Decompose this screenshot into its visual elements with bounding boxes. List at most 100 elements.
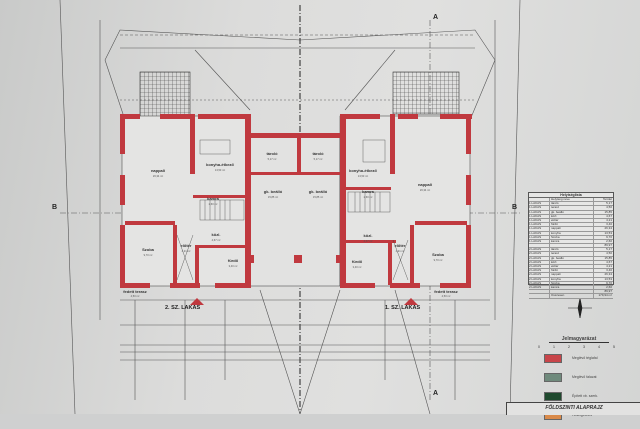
table-cell: 1.LAKÁS <box>529 223 550 227</box>
table-cell: 13,53 <box>604 277 612 281</box>
table-cell: 5,17 <box>606 202 612 206</box>
terrace-right <box>392 71 460 115</box>
legend-label: Meglévő falazat <box>572 375 597 379</box>
table-cell: 26,34 <box>604 227 612 231</box>
table-cell: közl. <box>550 214 594 218</box>
table-cell: 1.LAKÁS <box>529 218 550 223</box>
svg-text:26,34 m²: 26,34 m² <box>153 174 163 178</box>
table-header-row: Helyiség neve Terület <box>529 198 613 203</box>
table-cell: 1.LAKÁS <box>529 210 550 214</box>
table-cell: nappali <box>550 227 594 231</box>
table-cell: előtér <box>550 265 594 269</box>
room-label: gk. beálló <box>309 189 328 194</box>
table-cell: 4,50 <box>606 206 612 210</box>
legend-title: Jelmagyarázat <box>549 336 609 343</box>
table-cell: 9,70 <box>606 235 612 239</box>
table-cell: 4,50 <box>606 252 612 256</box>
legend-item: Meglévő téglafal <box>544 353 638 363</box>
table-row: Összesen 179,94 m² <box>529 294 613 299</box>
table-cell: 2.LAKÁS <box>529 260 550 264</box>
room-label: kamra <box>362 189 375 194</box>
table-cell: fürdő <box>550 269 594 273</box>
svg-text:9,70 m²: 9,70 m² <box>144 253 153 257</box>
table-cell: fürdő <box>550 223 594 227</box>
table-cell: Összesen <box>550 294 594 298</box>
table-cell: előtér <box>550 218 594 223</box>
scale-tick: 4 <box>598 345 600 349</box>
svg-text:9,70 m²: 9,70 m² <box>434 258 443 262</box>
table-cell: nappali <box>550 273 594 277</box>
stairs <box>176 139 409 281</box>
table-cell: közl. <box>550 260 594 264</box>
room-label: nappali <box>418 182 432 187</box>
north-arrow-icon <box>568 297 592 319</box>
room-label: közl. <box>364 233 373 238</box>
room-label: konyha-étkező <box>349 168 377 173</box>
table-cell: 1.LAKÁS <box>529 214 550 218</box>
svg-text:4,50 m²: 4,50 m² <box>131 294 140 298</box>
section-mark-a-bottom: A <box>433 390 439 397</box>
svg-text:15,85 m²: 15,85 m² <box>268 195 278 199</box>
room-label: előtér <box>395 243 406 248</box>
svg-text:4,67 m²: 4,67 m² <box>212 238 221 242</box>
section-mark-b-right: B <box>512 204 518 211</box>
room-label: nappali <box>151 168 165 173</box>
room-label: kamra <box>207 196 220 201</box>
legend-label: Meglévő téglafal <box>572 356 598 360</box>
svg-text:2,60 m²: 2,60 m² <box>364 195 373 199</box>
table-cell: 2.LAKÁS <box>529 277 550 281</box>
table-cell: kamra <box>550 239 594 244</box>
table-cell: gk. beálló <box>550 256 594 260</box>
room-label: előtér <box>181 243 192 248</box>
scale-tick: 2 <box>568 345 570 349</box>
legend-item: Épített vb. szerk. <box>544 391 638 401</box>
scale-tick: 0 <box>538 345 540 349</box>
table-cell: 2.LAKÁS <box>529 281 550 285</box>
site-lines <box>59 0 521 414</box>
table-cell: 2.LAKÁS <box>529 252 550 256</box>
table-cell: 2.LAKÁS <box>529 285 550 290</box>
table-cell: 4,21 <box>606 265 612 268</box>
table-cell: 1.LAKÁS <box>529 235 550 239</box>
table-cell <box>529 294 550 298</box>
table-cell: 2,60 <box>606 285 612 289</box>
room-label: fedett terasz <box>123 289 147 294</box>
table-cell: Szoba <box>550 281 594 285</box>
legend-swatch <box>544 372 562 382</box>
legend-swatch <box>544 353 562 363</box>
table-cell: 2.LAKÁS <box>529 269 550 273</box>
table-cell: konyha <box>550 277 594 281</box>
table-cell: 3,40 <box>606 223 612 227</box>
terrace-left <box>139 71 191 118</box>
table-cell <box>550 244 594 248</box>
scale-tick: 3 <box>583 345 585 349</box>
table-cell: 5,17 <box>606 248 612 252</box>
table-cell: 26,34 <box>604 273 612 277</box>
table-cell: 2,60 <box>606 239 612 243</box>
table-title: Helyiséglista <box>529 193 613 198</box>
table-cell: 179,94 m² <box>598 294 612 298</box>
table-cell: tároló <box>550 248 594 252</box>
room-label: közl. <box>212 232 221 237</box>
table-cell: 4,67 <box>606 260 612 264</box>
table-cell: 3,40 <box>606 269 612 273</box>
room-label: Szoba <box>432 252 445 257</box>
table-cell: 4,67 <box>606 214 612 218</box>
entrance-marker <box>190 298 204 305</box>
room-label: tároló <box>312 151 324 156</box>
floor-plan: nappali 26,34 m² konyha-étkező 13,53 m² … <box>59 0 592 414</box>
room-labels-left: nappali 26,34 m² konyha-étkező 13,53 m² … <box>123 162 238 298</box>
unit-label-left: 2. SZ. LAKÁS <box>165 304 200 311</box>
table-cell: 2.LAKÁS <box>529 265 550 269</box>
svg-text:4,50 m²: 4,50 m² <box>442 294 451 298</box>
table-cell <box>550 290 594 294</box>
